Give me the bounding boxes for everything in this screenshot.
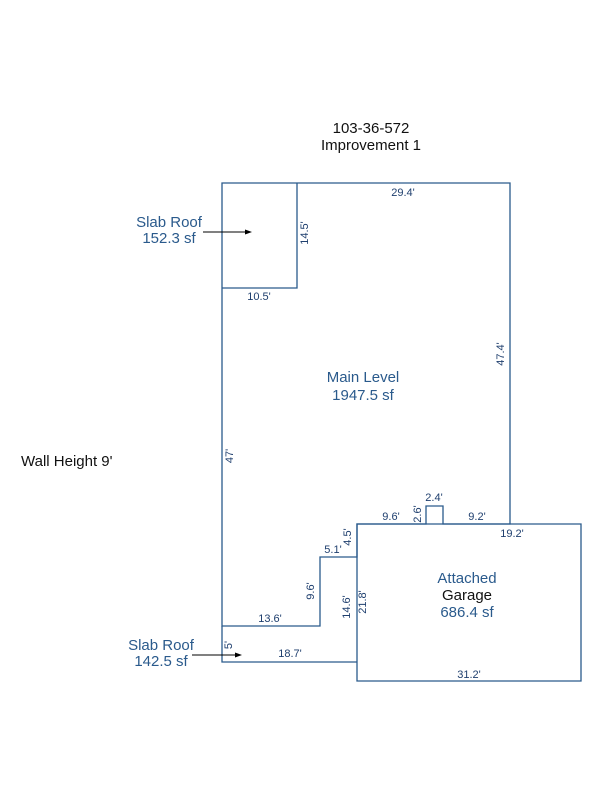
- improvement-title: Improvement 1: [321, 137, 421, 154]
- main-level-area: 1947.5 sf: [332, 387, 395, 404]
- dim-slab-top-bottom: 10.5': [247, 291, 271, 303]
- slab-roof-top-area: 152.3 sf: [142, 230, 196, 247]
- dim-garage-left: 21.8': [357, 590, 369, 614]
- arrow-head-icon: [245, 229, 252, 235]
- dim-bump-left: 2.6': [412, 505, 424, 522]
- dim-garage-left-inner: 14.6': [341, 595, 353, 619]
- slab-roof-top-label: Slab Roof: [136, 214, 203, 231]
- parcel-id: 103-36-572: [333, 120, 410, 137]
- garage-outline: [356, 523, 582, 682]
- garage-area: 686.4 sf: [440, 604, 494, 621]
- garage-label-line1: Attached: [437, 570, 496, 587]
- main-level-outline: [221, 182, 511, 627]
- dim-step-9-6-v: 9.6': [305, 582, 317, 599]
- arrow-head-icon: [235, 652, 242, 658]
- slab-roof-bottom-label: Slab Roof: [128, 637, 195, 654]
- dim-step-9-6-h: 9.6': [382, 511, 399, 523]
- slab-roof-bottom-area: 142.5 sf: [134, 653, 188, 670]
- dim-slab-bottom-side: 5': [223, 641, 235, 649]
- dim-bump-top: 2.4': [425, 492, 442, 504]
- dim-main-bottom: 13.6': [258, 613, 282, 625]
- dim-left-main: 47': [224, 449, 236, 463]
- dim-garage-bottom: 31.2': [457, 669, 481, 681]
- slab-roof-bottom-outline: [221, 626, 357, 663]
- dim-slab-top-side: 14.5': [299, 221, 311, 245]
- main-level-label: Main Level: [327, 369, 400, 386]
- dim-slab-bottom-width: 18.7': [278, 648, 302, 660]
- garage-label-line2: Garage: [442, 587, 492, 604]
- dim-step-4-5: 4.5': [342, 528, 354, 545]
- dim-step-9-2: 9.2': [468, 511, 485, 523]
- dim-garage-top: 19.2': [500, 528, 524, 540]
- dim-step-5-1: 5.1': [324, 544, 341, 556]
- dim-right-main: 47.4': [495, 342, 507, 366]
- dim-top-main: 29.4': [391, 187, 415, 199]
- slab-roof-top-outline: [222, 183, 298, 289]
- wall-height-note: Wall Height 9': [21, 453, 113, 470]
